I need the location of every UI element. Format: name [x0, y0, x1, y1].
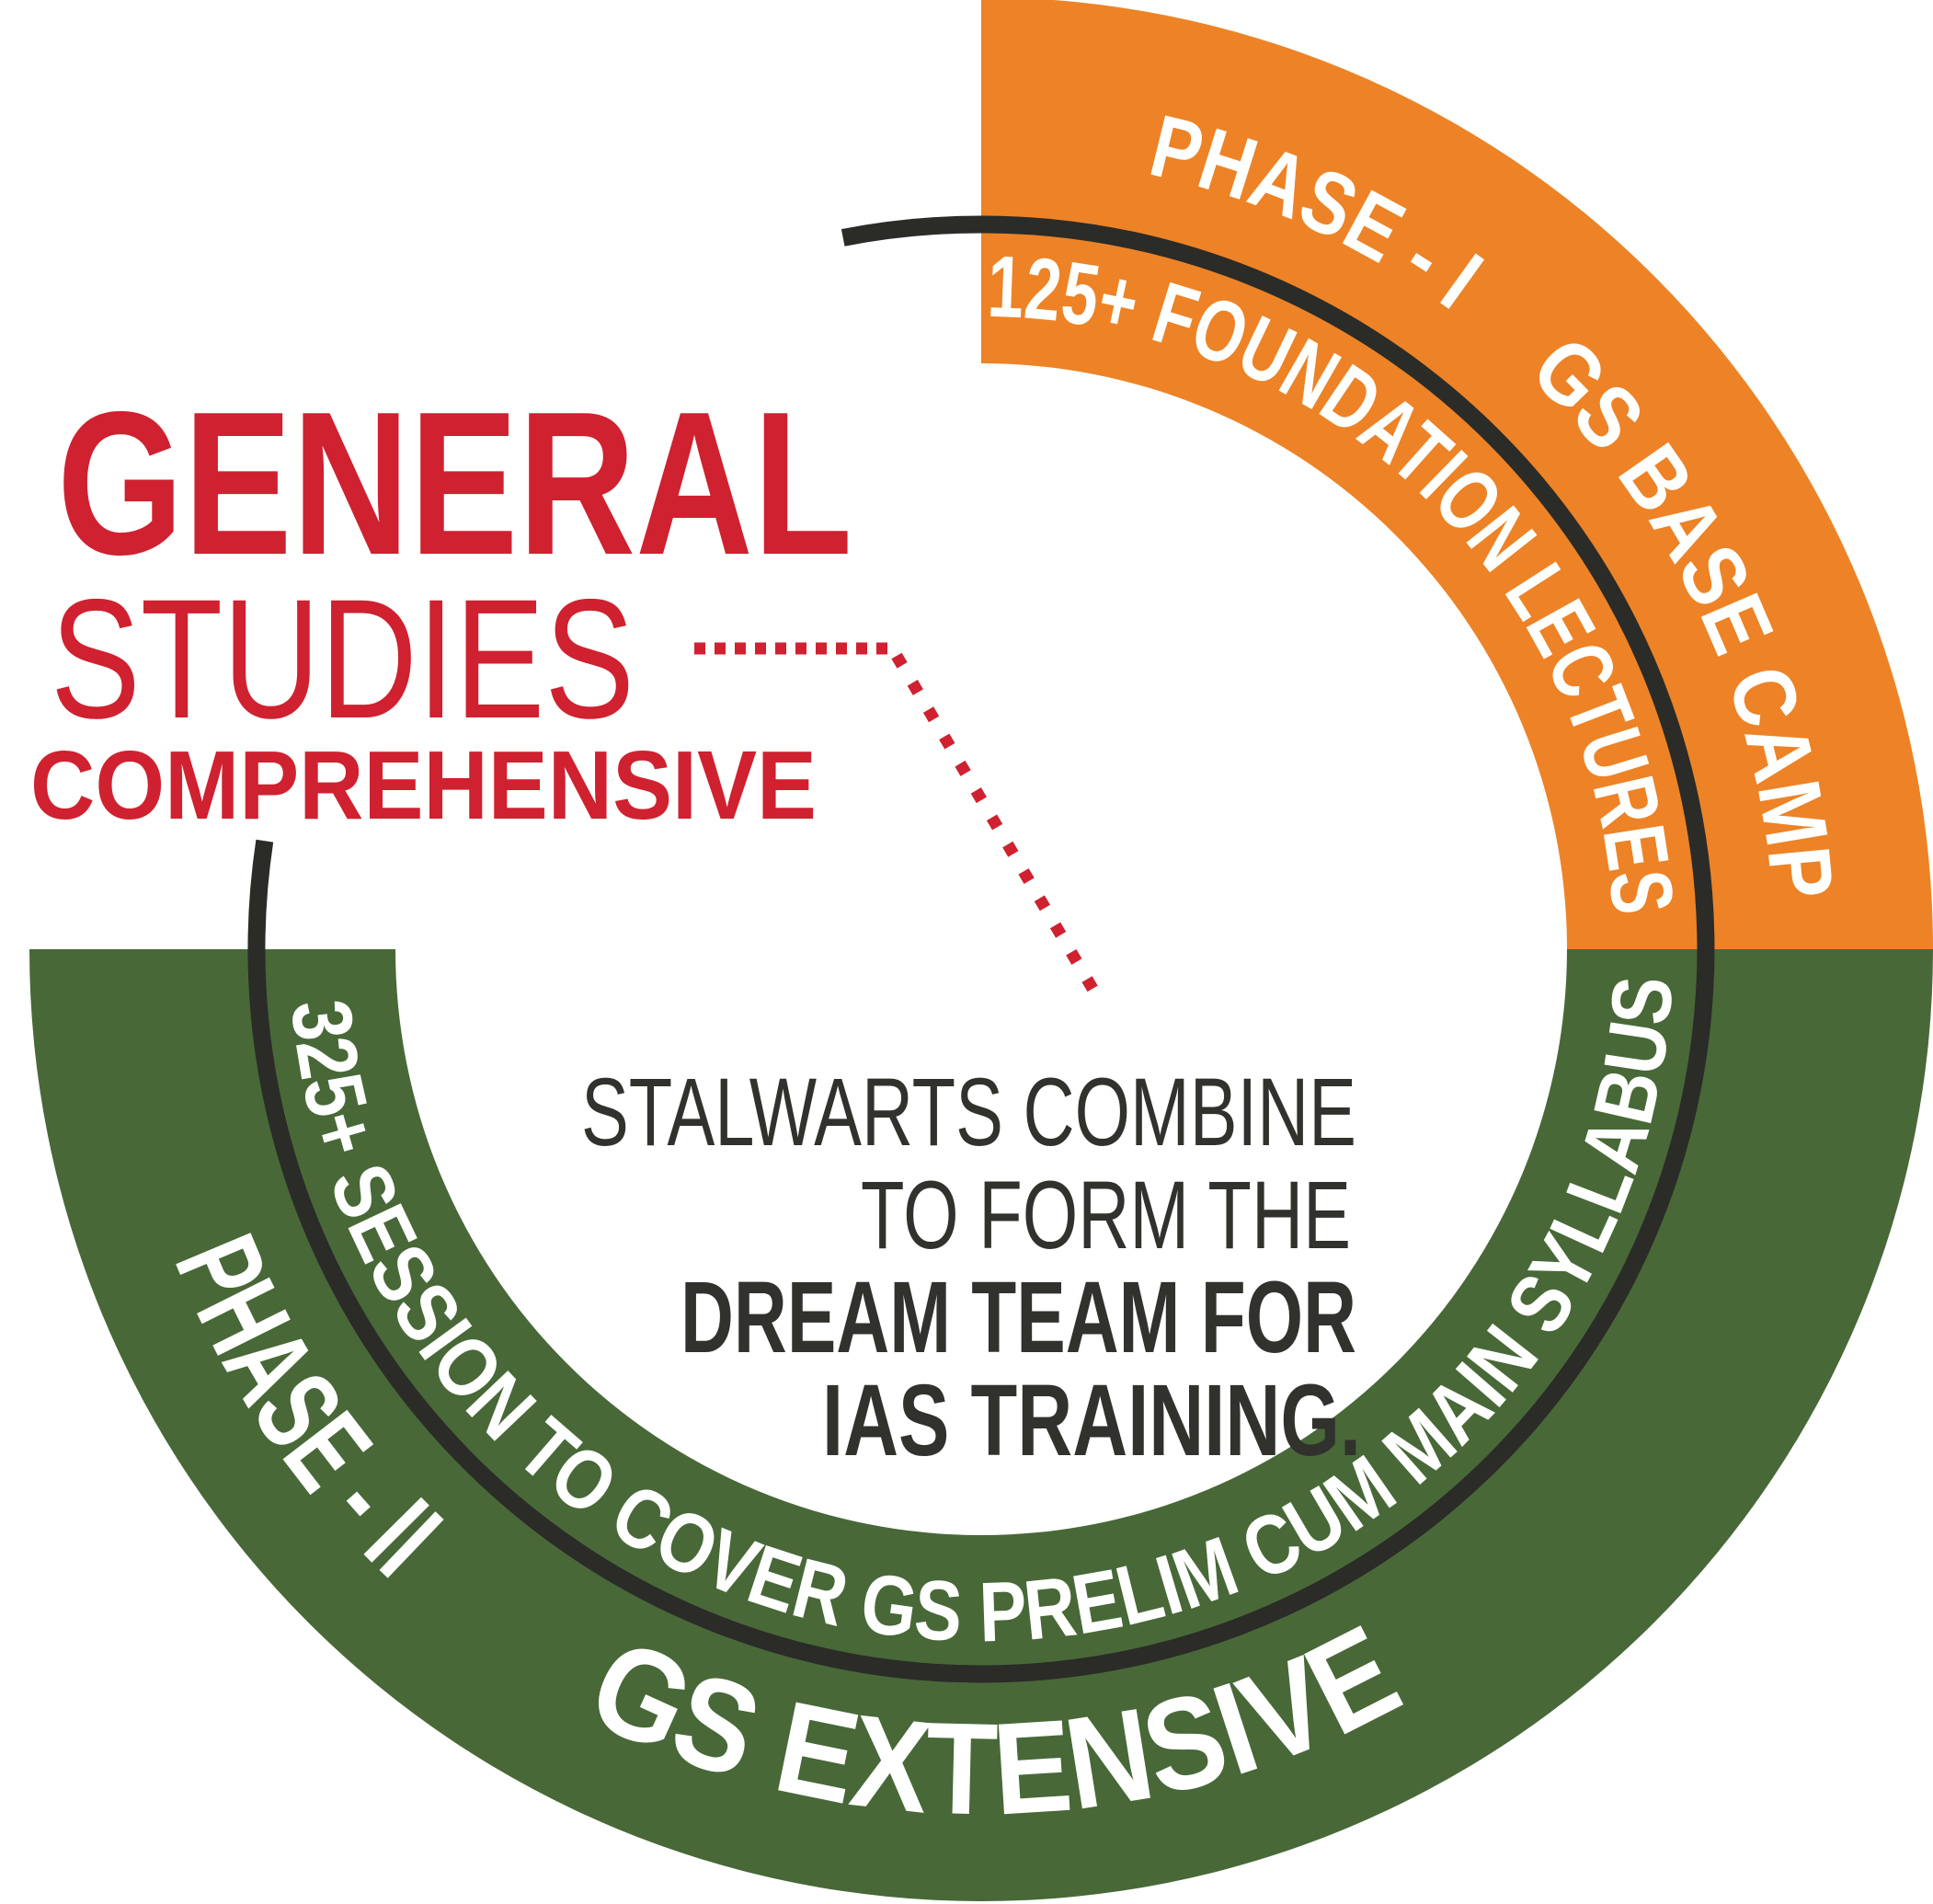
title-line-studies: STUDIES [51, 565, 635, 754]
title-line-general: GENERAL [57, 370, 852, 598]
title-line-comprehensive: COMPREHENSIVE [30, 731, 817, 840]
phase2-arc-segment [29, 949, 1933, 1901]
center-message-line4: IAS TRAINING. [822, 1364, 1361, 1477]
center-message-line3: DREAM TEAM FOR [681, 1261, 1356, 1374]
divider-arc [247, 215, 1715, 1683]
connector-dotted-line-diagonal [891, 652, 1100, 995]
center-message-line2: TO FORM THE [861, 1162, 1351, 1269]
phase1-arc-segment [981, 0, 1933, 949]
center-message-line1: STALWARTS COMBINE [581, 1059, 1356, 1166]
